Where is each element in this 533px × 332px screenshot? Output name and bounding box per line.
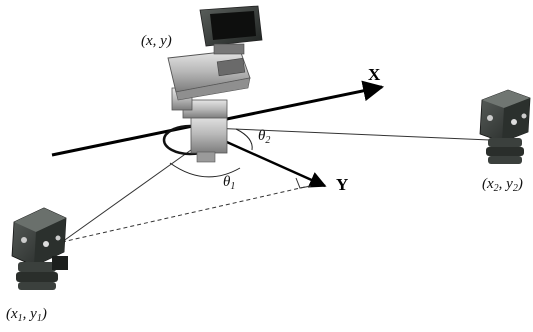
theta-2-arc [235,128,253,151]
beacon-1-position-label: (x1, y1) [6,306,47,324]
theta-1-label: θ1 [223,174,235,192]
beacon-device-1-icon [11,207,68,290]
theta-1-arc [169,162,241,178]
right-angle-marker [295,177,312,189]
beacon-2-position-label: (x2, y2) [482,176,523,194]
x-axis-label: X [368,65,381,84]
projection-line-dashed [61,183,319,243]
theta-2-label: θ2 [258,128,270,146]
camera-position-label: (x, y) [141,33,172,49]
y-axis-label: Y [336,175,348,194]
beacon-device-2-icon [479,89,531,164]
sight-line-2 [209,127,491,141]
ptz-camera-icon [162,5,263,163]
sight-line-1 [61,139,206,243]
